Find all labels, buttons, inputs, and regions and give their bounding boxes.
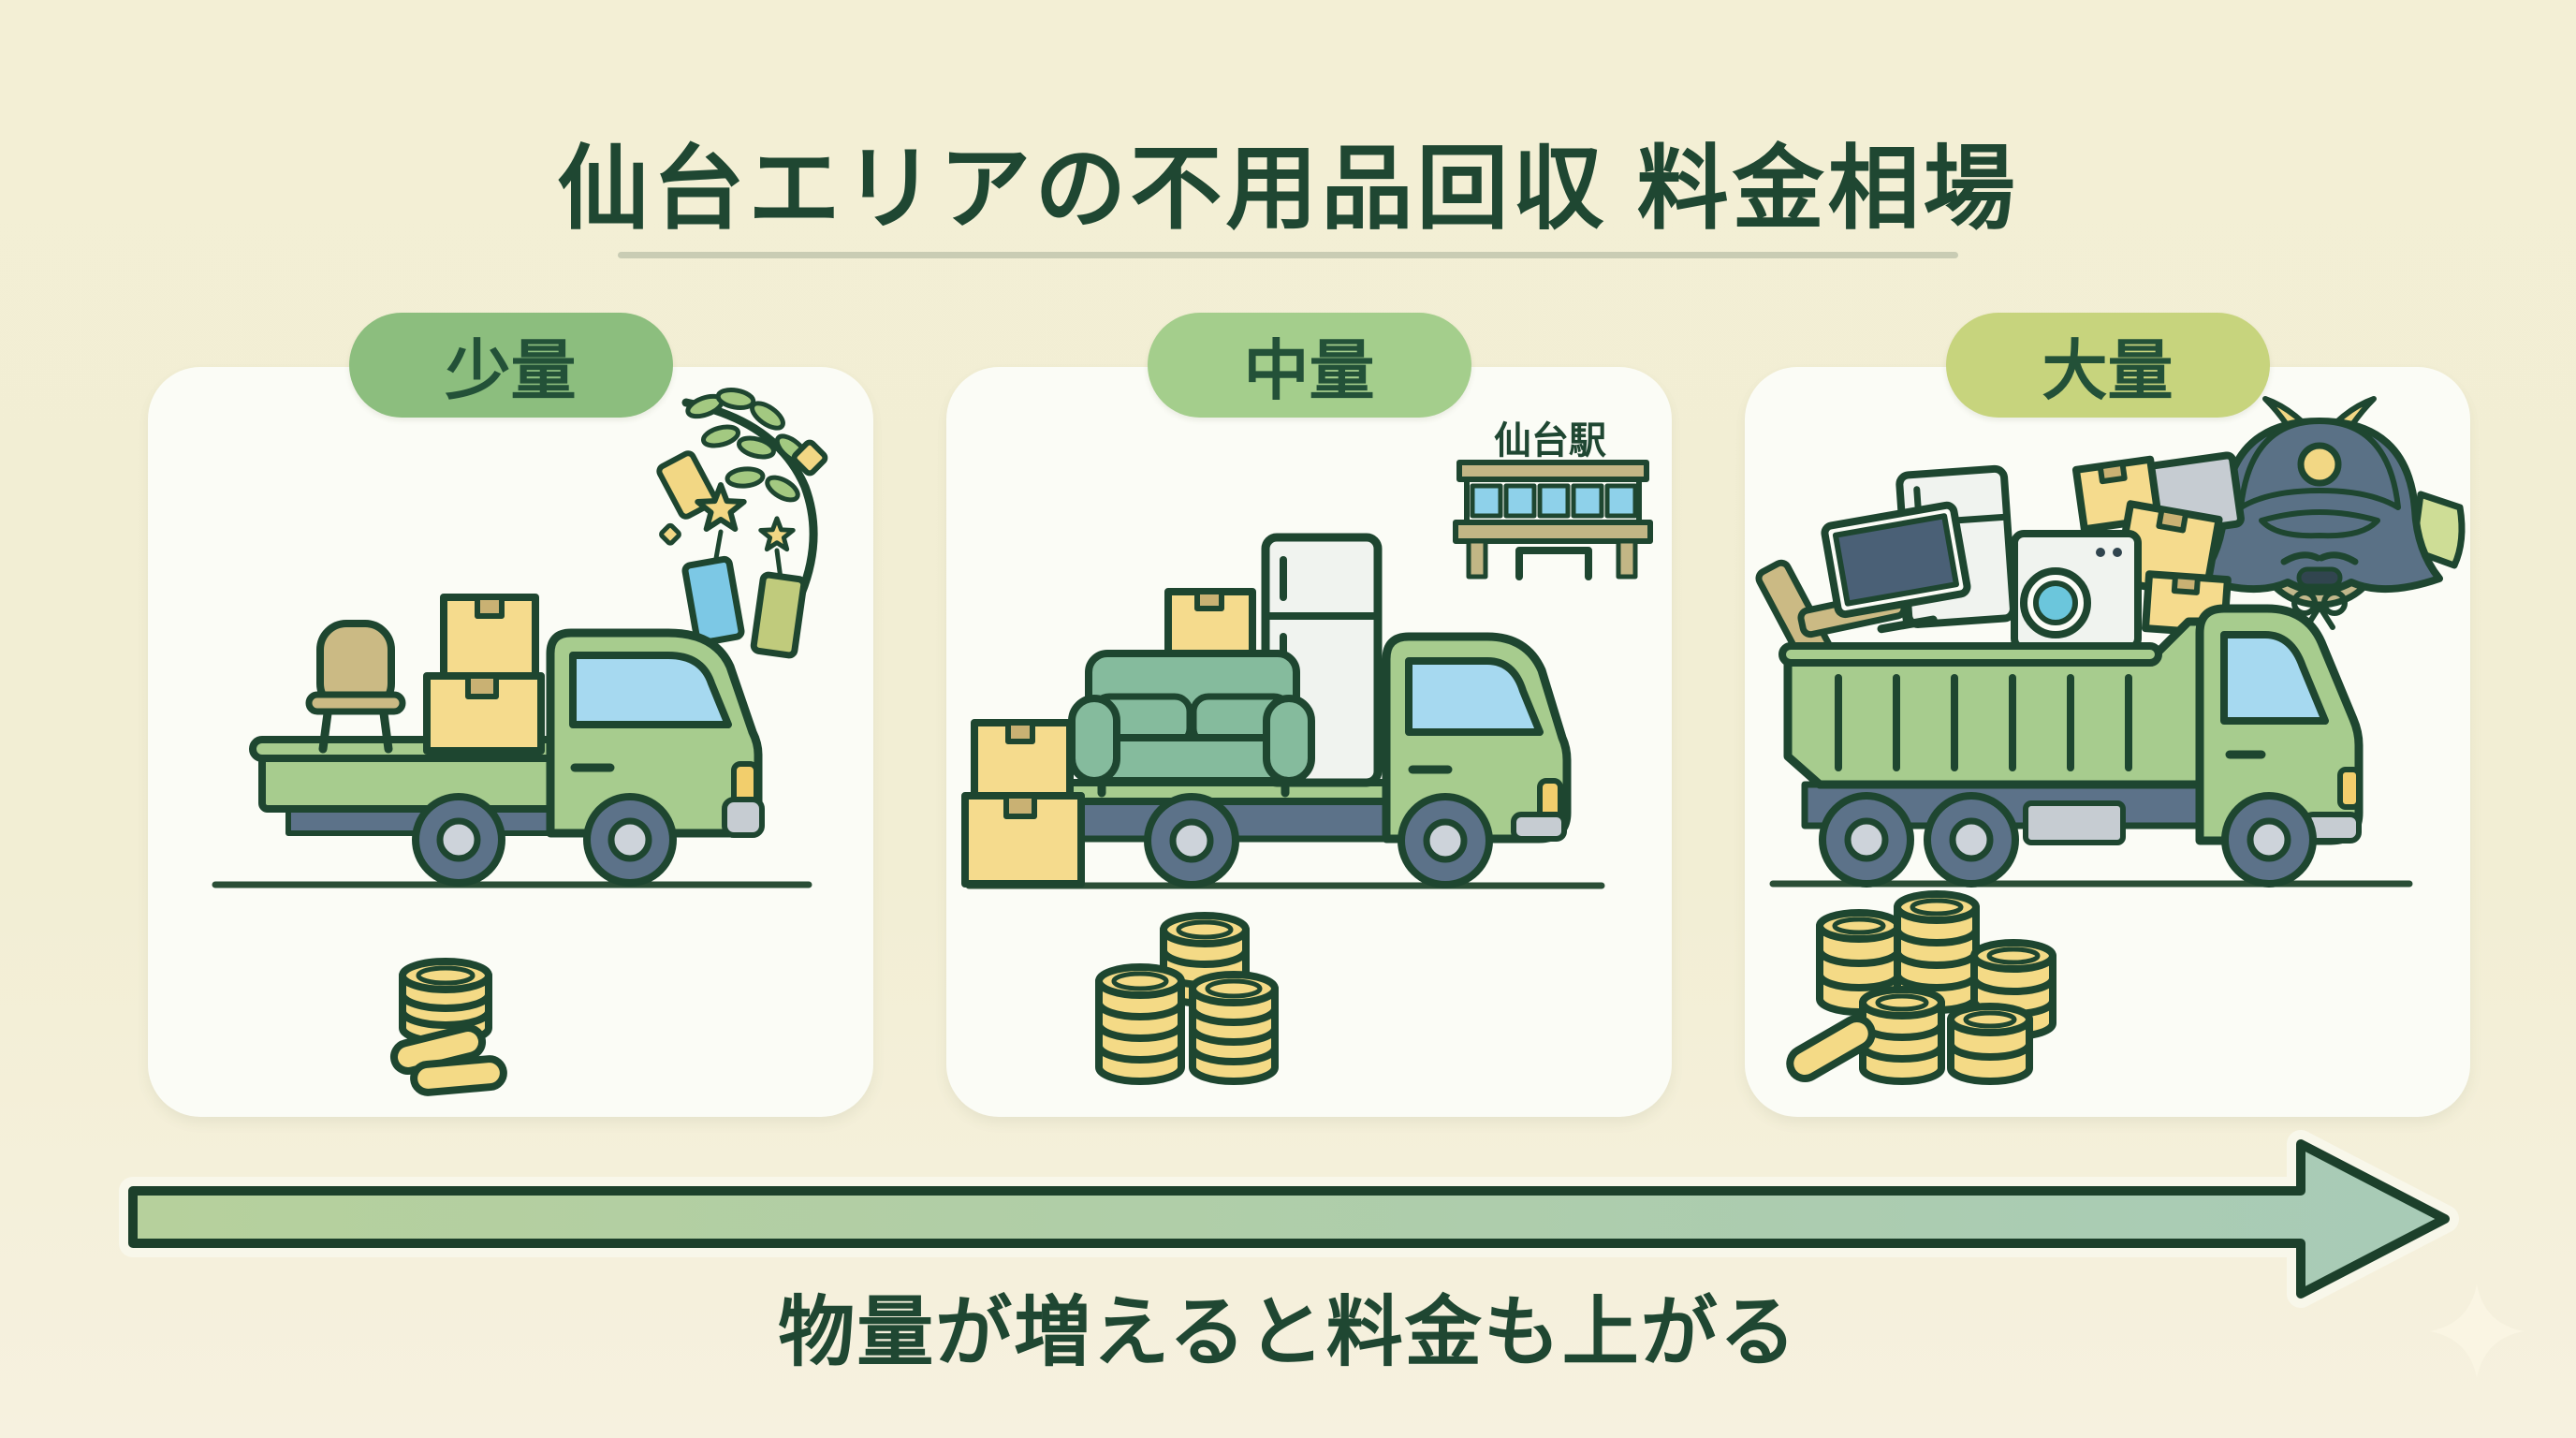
star-icon xyxy=(758,516,796,552)
coin-stack xyxy=(1947,1003,2033,1085)
box-icon xyxy=(440,594,539,682)
truck-window xyxy=(569,652,732,728)
flatbed-truck-icon xyxy=(1061,632,1572,888)
dump-bed-rail xyxy=(1778,642,2162,667)
panel-medium: 中量 仙台駅 xyxy=(946,313,1672,1117)
front-wheel xyxy=(583,793,677,887)
mini-flatbed-truck-icon xyxy=(249,628,765,887)
station-entrance xyxy=(1515,547,1592,580)
truck-chassis xyxy=(1074,796,1437,843)
truck-window xyxy=(2220,631,2329,725)
scene-medium: 仙台駅 xyxy=(961,420,1653,1085)
badge-small-label: 少量 xyxy=(445,333,577,407)
coin-pile-medium xyxy=(1095,912,1279,1085)
paper-strip-icon xyxy=(750,571,808,659)
station-band xyxy=(1453,520,1653,544)
sendai-station-icon: 仙台駅 xyxy=(1453,420,1653,580)
coin-pile-small xyxy=(389,958,507,1096)
samurai-helmet-icon xyxy=(2174,396,2466,630)
front-wheel xyxy=(1398,793,1493,888)
bumper xyxy=(722,797,765,838)
front-wheel xyxy=(2221,792,2317,888)
scene-small xyxy=(212,388,828,1096)
rear-wheel xyxy=(1144,793,1239,888)
star-icon xyxy=(695,482,747,532)
truck-window xyxy=(1405,657,1544,736)
rear-wheel xyxy=(1819,792,1914,888)
coin-stack xyxy=(1095,963,1185,1085)
washing-machine-icon xyxy=(2011,530,2142,652)
box-icon xyxy=(1164,588,1256,665)
coin-pile-large xyxy=(1786,890,2056,1085)
helmet-crest xyxy=(2297,442,2342,487)
badge-large-label: 大量 xyxy=(2042,333,2174,407)
badge-medium: 中量 xyxy=(1147,313,1471,418)
scene-large xyxy=(1755,396,2466,1085)
paper-strip-icon xyxy=(681,555,745,647)
title-underline xyxy=(618,252,1958,258)
panel-small: 少量 xyxy=(148,313,873,1117)
dump-truck-icon xyxy=(1778,604,2364,888)
tool-box xyxy=(2023,800,2126,845)
tanabata-icon xyxy=(656,388,828,659)
rear-wheel xyxy=(412,793,505,887)
chair-icon xyxy=(305,620,406,754)
paper-diamond-icon xyxy=(791,439,828,477)
tv-icon xyxy=(1821,501,1971,634)
sofa-icon xyxy=(1068,650,1315,798)
box-icon xyxy=(971,719,1074,800)
sparkle-icon xyxy=(2430,1284,2524,1378)
badge-medium-label: 中量 xyxy=(1243,333,1375,407)
station-sign-text: 仙台駅 xyxy=(1494,420,1606,462)
badge-large: 大量 xyxy=(1945,313,2270,418)
box-icon xyxy=(961,792,1085,888)
coin-icon xyxy=(1786,1015,1876,1082)
coin-stack xyxy=(1189,971,1279,1085)
dump-cargo xyxy=(1755,451,2245,668)
helmet-mouth xyxy=(2296,566,2343,589)
helmet-brim xyxy=(2259,509,2380,539)
badge-small: 少量 xyxy=(348,313,673,418)
headlight xyxy=(2337,767,2362,810)
page-title: 仙台エリアの不用品回収 料金相場 xyxy=(557,137,2019,240)
bumper xyxy=(1511,812,1567,842)
rear-wheel xyxy=(1924,792,2019,888)
coin-icon xyxy=(410,1055,507,1096)
footer-caption: 物量が増えると料金も上がる xyxy=(778,1290,1798,1375)
box-icon xyxy=(423,672,545,755)
panel-large: 大量 xyxy=(1745,313,2470,1117)
right-arrow-icon xyxy=(119,1130,2459,1308)
